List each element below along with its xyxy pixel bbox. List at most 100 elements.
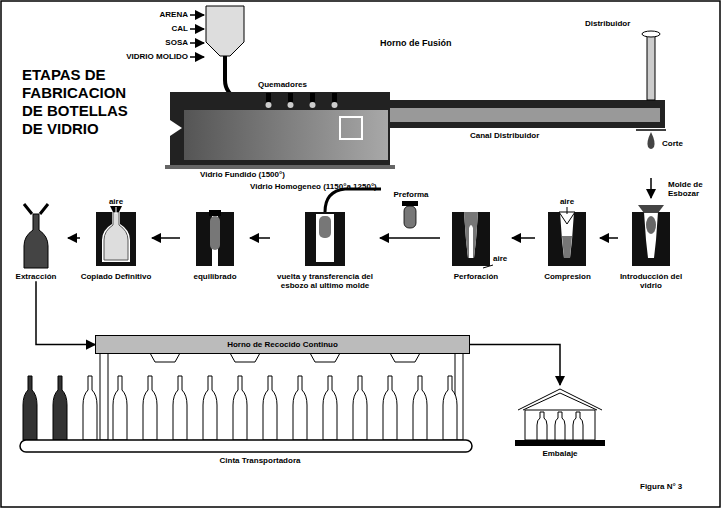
bottle: [24, 214, 48, 268]
label: Distribuidor: [585, 19, 645, 28]
label: ARENA: [118, 10, 188, 19]
node-label: Horno de Fusión: [380, 38, 452, 48]
flow-arrow: [68, 237, 80, 239]
label: Preforma: [386, 190, 436, 199]
label: Corte: [662, 139, 702, 148]
flow-arrow: [600, 237, 618, 239]
crate-roof: [518, 389, 602, 410]
neck-ring: [402, 201, 418, 206]
bottle: [413, 376, 427, 440]
bottle: [353, 376, 367, 440]
parison: [319, 216, 331, 238]
bottle: [443, 376, 457, 440]
flow-arrow: [470, 345, 560, 385]
crate: [525, 410, 595, 440]
bottles: [23, 376, 457, 440]
bottle: [203, 376, 217, 440]
label: Vidrio Fundido (1500°): [200, 170, 330, 179]
input-arrows: [190, 15, 204, 57]
glass-gob: [646, 216, 656, 234]
flow-arrow: [250, 237, 270, 239]
bottle: [143, 376, 157, 440]
flow-arrow: [380, 237, 440, 239]
funnel: [638, 205, 664, 213]
furnace-base: [165, 165, 395, 169]
process-step: Copiado Definitivo: [80, 198, 152, 281]
node-label: Embalaje: [505, 449, 615, 458]
flow-arrow: [152, 237, 180, 239]
bottle: [323, 376, 337, 440]
node-label: Compresion: [535, 272, 600, 281]
blank-mold: [632, 212, 670, 266]
blank-mold: [452, 212, 490, 266]
molten-glass: [184, 110, 388, 160]
blow-mold: [305, 212, 345, 266]
conveyor-belt: [20, 440, 472, 452]
hopper: [206, 6, 244, 56]
parison: [562, 236, 572, 258]
process-step: vuelta y transferencia del esbozo al ult…: [270, 198, 380, 290]
bottle: [233, 376, 247, 440]
tongs: [24, 204, 48, 214]
bottle: [263, 376, 277, 440]
flames: [266, 102, 338, 108]
flow-arrow: [650, 178, 652, 198]
blow-mold: [96, 212, 136, 266]
packed-bottles: [537, 412, 583, 440]
blow-mold: [196, 212, 234, 266]
heaters: [150, 353, 420, 362]
node-label: Perforación: [440, 272, 512, 281]
process-step: Compresion: [535, 198, 600, 281]
distributor-cap: [642, 31, 660, 37]
bottle: [53, 376, 67, 440]
air-arrow: [116, 207, 117, 214]
diagram-title: ETAPAS DE FABRICACION DE BOTELLAS DE VID…: [22, 66, 146, 138]
label: VIDRIO MOLIDO: [108, 52, 188, 61]
air-bubble: [469, 225, 473, 258]
bottle: [383, 376, 397, 440]
label: Molde de Esbozar: [668, 180, 716, 198]
label: Figura N° 3: [640, 482, 710, 491]
glass-gob: [647, 132, 654, 149]
air-arrow: [567, 207, 568, 214]
furnace-shell: [170, 92, 665, 165]
process-step: Extracción: [4, 198, 68, 281]
node-label: Introducción del vidrio: [618, 272, 684, 290]
canal: [390, 108, 660, 122]
flow-arrow: [512, 237, 535, 239]
label: aire: [493, 254, 513, 263]
shears: [636, 129, 666, 131]
distributor-rod: [647, 34, 655, 100]
label: Vidrio Homogeneo (1150°a 1250°): [250, 182, 420, 191]
process-step: Perforación: [440, 198, 512, 281]
label: Canal Distribuidor: [470, 131, 580, 140]
pallet: [515, 440, 605, 446]
burners: [266, 93, 337, 102]
node-label: Copiado Definitivo: [80, 272, 152, 281]
node-label: Extracción: [4, 272, 68, 281]
label: aire: [104, 197, 128, 206]
bottle: [173, 376, 187, 440]
furnace-door: [170, 120, 182, 136]
node-label: equilibrado: [180, 272, 250, 281]
bottle: [104, 212, 128, 260]
process-step: equilibrado: [180, 198, 250, 281]
oven-leg: [100, 353, 108, 440]
bottle: [83, 376, 97, 440]
annealing-oven: Horno de Recocido Continuo: [95, 335, 470, 354]
label: SOSA: [118, 38, 188, 47]
parison: [210, 216, 220, 250]
label: Quemadores: [258, 80, 328, 89]
packing-step: Embalaje: [505, 385, 615, 458]
node-label: vuelta y transferencia del esbozo al ult…: [270, 272, 380, 290]
flow-arrow: [36, 281, 95, 344]
throat: [340, 117, 362, 139]
label: CAL: [118, 24, 188, 33]
transfer-arm: [325, 189, 381, 212]
label: Cinta Transportadora: [180, 456, 340, 465]
melting-furnace: Horno de Fusión: [150, 30, 690, 178]
blank-mold: [548, 212, 586, 266]
